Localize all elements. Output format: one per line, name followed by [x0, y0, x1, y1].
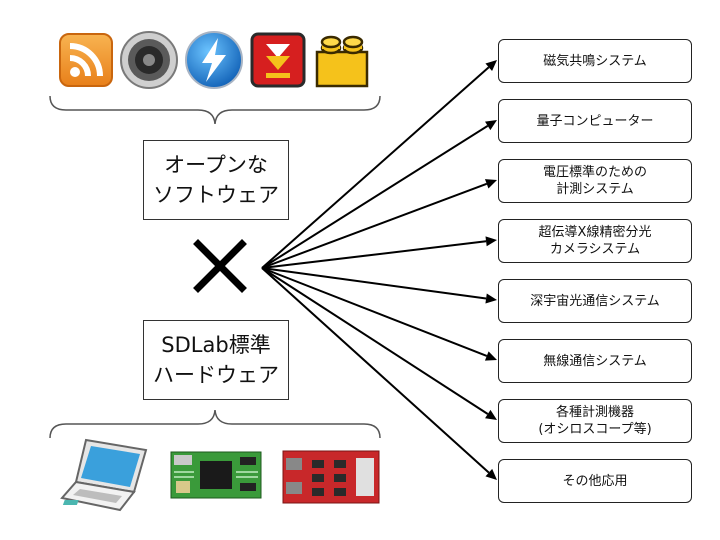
red-circuit-board-image — [282, 450, 380, 504]
application-box-magnetic-resonance: 磁気共鳴システム — [498, 39, 692, 83]
arrow-line — [261, 182, 488, 269]
arrow-line — [261, 267, 487, 300]
arrow-head — [485, 120, 497, 131]
application-box-voltage-standard: 電圧標準のための 計測システム — [498, 159, 692, 203]
multiply-icon — [192, 238, 248, 294]
arrow-head — [484, 351, 497, 361]
application-label-line2: (オシロスコープ等) — [538, 422, 652, 437]
arrow-line — [261, 240, 487, 269]
application-label-line2: カメラシステム — [549, 242, 641, 257]
application-label: その他応用 — [562, 473, 628, 489]
software-box-line1: オープンな — [164, 153, 268, 177]
software-box: オープンな ソフトウェア — [143, 140, 289, 220]
software-box-line2: ソフトウェア — [153, 183, 279, 207]
arrow-head — [485, 293, 497, 304]
laptop-image — [58, 436, 152, 514]
arrow-line — [261, 66, 490, 269]
arrow-head — [485, 236, 497, 247]
application-box-other: その他応用 — [498, 459, 692, 503]
top-brace — [49, 95, 381, 125]
application-label-line2: 計測システム — [556, 182, 634, 197]
application-label: 磁気共鳴システム — [543, 53, 647, 69]
application-box-deep-space-optical: 深宇宙光通信システム — [498, 279, 692, 323]
speaker-icon — [119, 30, 179, 90]
application-label: 超伝導X線精密分光 — [538, 225, 652, 240]
arrow-head — [485, 60, 497, 72]
application-label: 無線通信システム — [543, 353, 647, 369]
hardware-box-line1: SDLab標準 — [161, 333, 271, 357]
application-label: 各種計測機器 — [555, 405, 634, 420]
application-box-wireless-communication: 無線通信システム — [498, 339, 692, 383]
arrow-head — [485, 409, 497, 420]
arrow-line — [261, 267, 489, 415]
hardware-box: SDLab標準 ハードウェア — [143, 320, 289, 400]
arrow-line — [261, 267, 490, 474]
hardware-box-line2: ハードウェア — [153, 363, 279, 387]
application-label: 深宇宙光通信システム — [530, 293, 660, 309]
arrow-head — [484, 179, 497, 189]
arrow-line — [261, 267, 488, 357]
application-box-quantum-computer: 量子コンピューター — [498, 99, 692, 143]
arrow-head — [485, 468, 497, 480]
bottom-brace — [49, 409, 381, 439]
lightning-icon — [184, 30, 244, 90]
application-box-xray-camera: 超伝導X線精密分光 カメラシステム — [498, 219, 692, 263]
lego-block-icon — [311, 30, 373, 90]
rss-icon — [58, 32, 114, 88]
application-label: 量子コンピューター — [536, 113, 654, 129]
arrow-line — [261, 125, 489, 269]
download-icon — [250, 32, 306, 88]
application-box-measurement-instruments: 各種計測機器 (オシロスコープ等) — [498, 399, 692, 443]
green-circuit-board-image — [170, 451, 262, 499]
application-label: 電圧標準のための — [542, 165, 647, 180]
